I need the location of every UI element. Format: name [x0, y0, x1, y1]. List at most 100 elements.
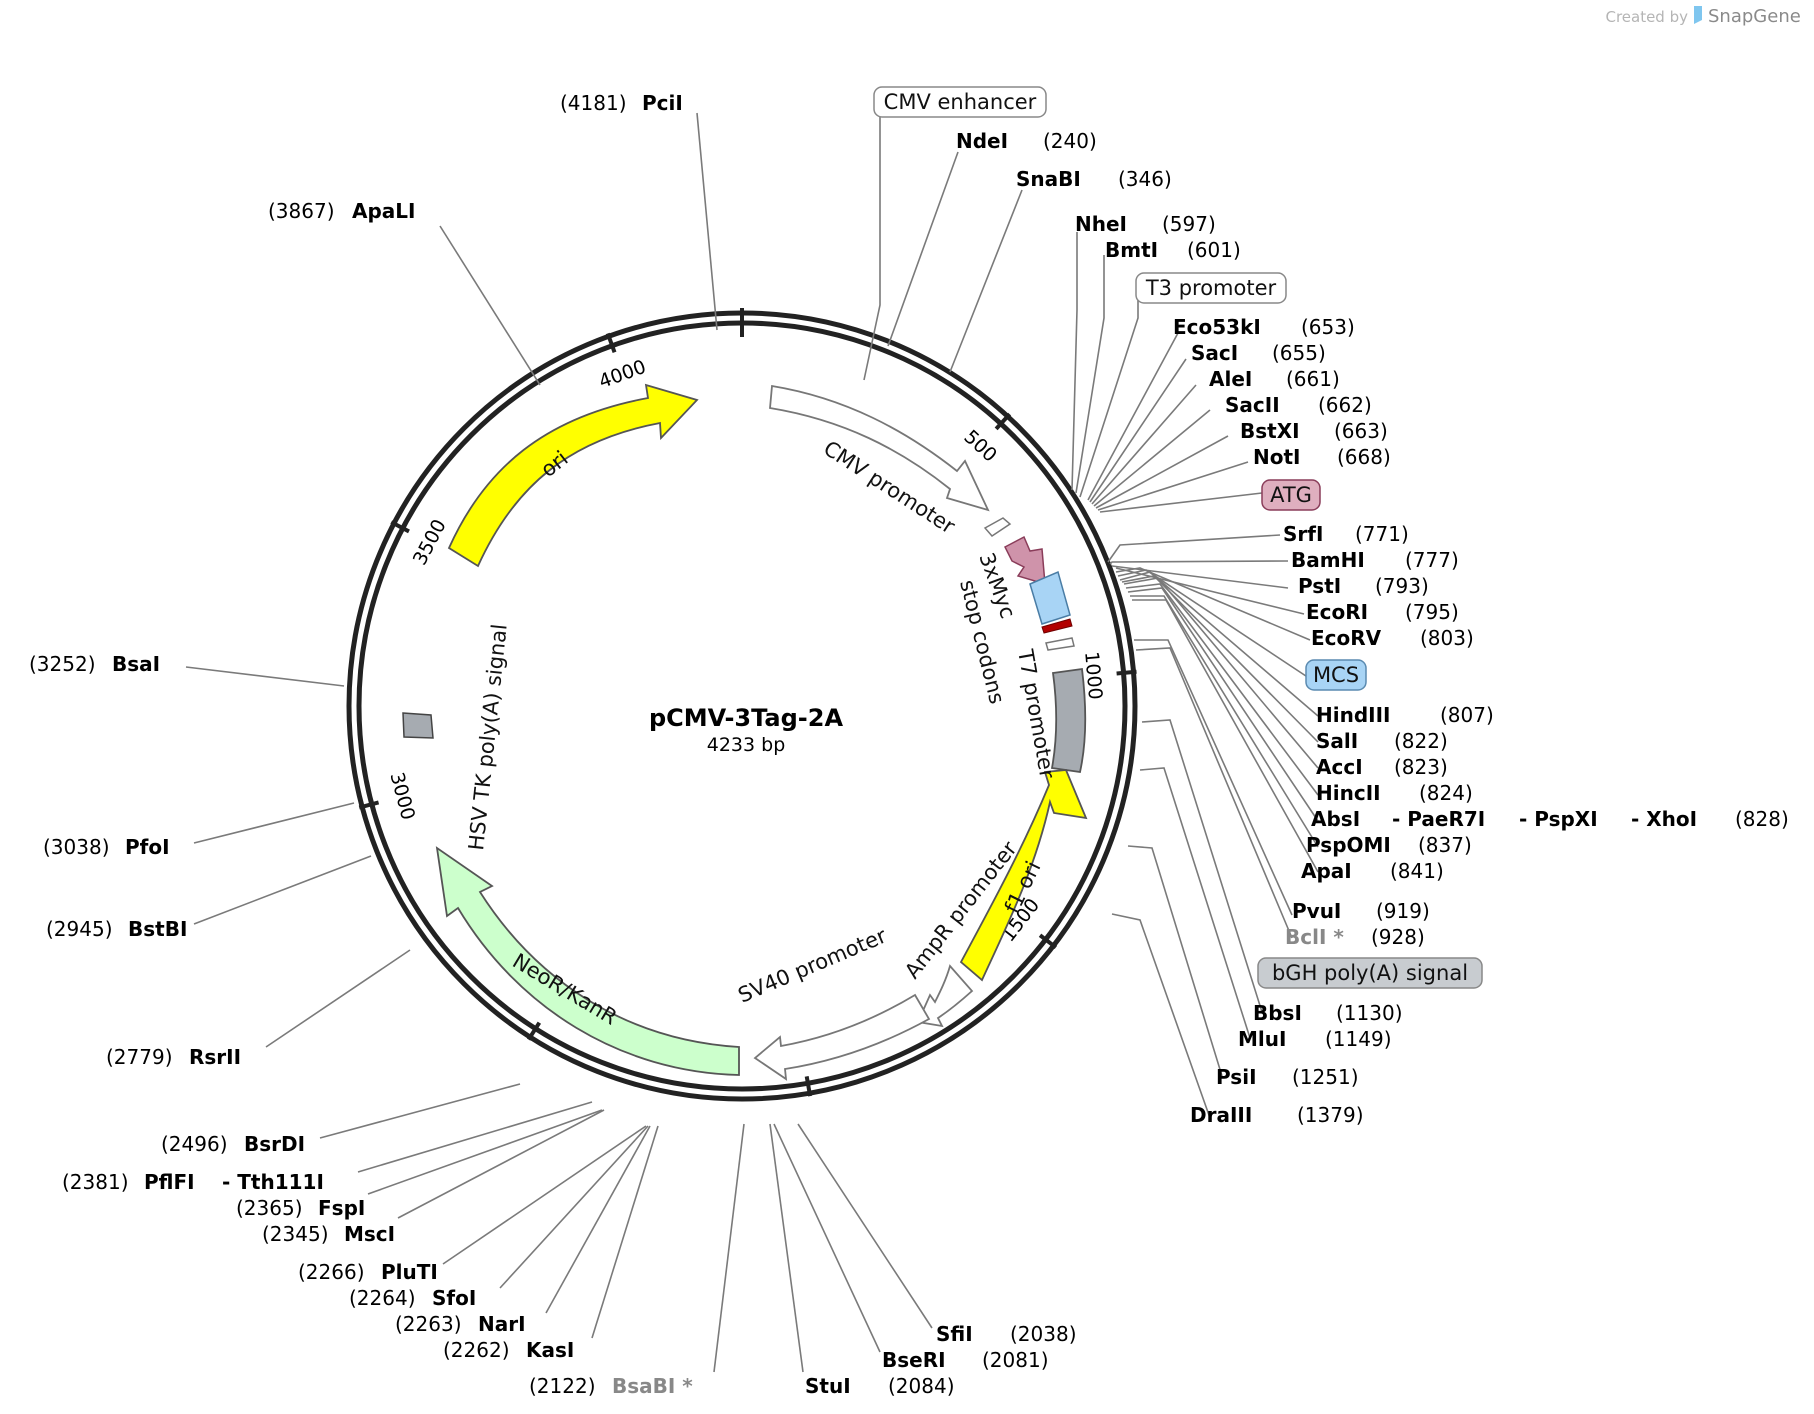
- site-name-bseri[interactable]: BseRI: [882, 1348, 946, 1372]
- tick-3000: [358, 800, 380, 810]
- site-name-sfii[interactable]: SfiI: [936, 1322, 973, 1346]
- bgh-polya-box[interactable]: [1257, 957, 1483, 989]
- site-name-paer7i[interactable]: - PaeR7I: [1392, 807, 1485, 831]
- site-name-sacii[interactable]: SacII: [1225, 393, 1280, 417]
- snapgene-logo-icon: [1694, 6, 1702, 24]
- tick-4000: [605, 332, 617, 353]
- site-name-nhei[interactable]: NheI: [1075, 212, 1127, 236]
- feature-neor-kanr[interactable]: [435, 846, 740, 1076]
- site-name-mlui[interactable]: MluI: [1238, 1027, 1286, 1051]
- site-name-bstbi[interactable]: BstBI: [128, 917, 187, 941]
- site-name-ndei[interactable]: NdeI: [956, 129, 1008, 153]
- site-pos-bseri: (2081): [982, 1348, 1049, 1372]
- site-name-ecori[interactable]: EcoRI: [1306, 600, 1368, 624]
- site-name-ecorv[interactable]: EcoRV: [1311, 626, 1382, 650]
- site-pos-hincii: (824): [1419, 781, 1473, 805]
- feature-atg-arrow[interactable]: [1004, 535, 1046, 586]
- site-name-bsrdi[interactable]: BsrDI: [244, 1132, 305, 1156]
- tick-1500: [1038, 933, 1058, 950]
- plasmid-size: 4233 bp: [707, 734, 786, 756]
- site-name-pspxi[interactable]: - PspXI: [1519, 807, 1598, 831]
- site-name-bstxi[interactable]: BstXI: [1240, 419, 1300, 443]
- site-pos-sali: (822): [1394, 729, 1448, 753]
- site-name-pspomi[interactable]: PspOMI: [1306, 833, 1391, 857]
- site-name-draiii[interactable]: DraIII: [1190, 1103, 1252, 1127]
- site-name-hincii[interactable]: HincII: [1316, 781, 1381, 805]
- site-pos-psti: (793): [1375, 574, 1429, 598]
- feature-stop-codons[interactable]: [1041, 618, 1073, 634]
- boxed-labels: CMV enhancer T3 promoter ATG MCS bGH pol…: [873, 86, 1483, 989]
- snapgene-branding: Created by SnapGene: [1605, 6, 1801, 27]
- site-pos-psii: (1251): [1292, 1065, 1359, 1089]
- site-pos-bbsi: (1130): [1336, 1001, 1403, 1025]
- feature-hsv-tk-polya[interactable]: [402, 712, 434, 739]
- site-name-bsabi[interactable]: BsaBI *: [612, 1374, 693, 1398]
- site-name-nari[interactable]: NarI: [478, 1312, 526, 1336]
- feature-sv40-promoter[interactable]: [753, 993, 931, 1081]
- site-name-psii[interactable]: PsiI: [1216, 1065, 1257, 1089]
- site-name-srfi[interactable]: SrfI: [1283, 522, 1323, 546]
- feature-ampr-promoter[interactable]: [916, 964, 974, 1028]
- plasmid-name: pCMV-3Tag-2A: [649, 704, 843, 732]
- feature-t3-promoter-arrow: [983, 517, 1012, 537]
- cmv-enhancer-box[interactable]: [873, 86, 1047, 118]
- site-name-absi[interactable]: AbsI: [1311, 807, 1360, 831]
- site-name-snabi[interactable]: SnaBI: [1016, 167, 1081, 191]
- site-name-stui[interactable]: StuI: [805, 1374, 851, 1398]
- tick-2000: [804, 1076, 813, 1097]
- site-name-alei[interactable]: AleI: [1209, 367, 1252, 391]
- site-pos-sfoi: (2264): [349, 1286, 416, 1310]
- site-name-bmti[interactable]: BmtI: [1105, 238, 1158, 262]
- site-name-bsai[interactable]: BsaI: [112, 652, 160, 676]
- site-pos-bsabi: (2122): [529, 1374, 596, 1398]
- site-name-kasi[interactable]: KasI: [526, 1338, 574, 1362]
- feature-bgh-polya[interactable]: [1050, 667, 1087, 774]
- feature-label-cmv-promoter: CMV promoter: [819, 436, 959, 539]
- site-name-tth111i[interactable]: - Tth111I: [222, 1170, 324, 1194]
- site-pos-pspomi: (837): [1418, 833, 1472, 857]
- site-name-pluti[interactable]: PluTI: [381, 1260, 438, 1284]
- feature-cmv-promoter[interactable]: [769, 384, 990, 512]
- site-pos-pluti: (2266): [298, 1260, 365, 1284]
- feature-f1-ori[interactable]: [959, 769, 1088, 982]
- site-pos-bstbi: (2945): [46, 917, 113, 941]
- site-name-xhoi[interactable]: - XhoI: [1631, 807, 1697, 831]
- site-name-pfoi[interactable]: PfoI: [125, 835, 170, 859]
- site-pos-nari: (2263): [395, 1312, 462, 1336]
- site-name-noti[interactable]: NotI: [1253, 445, 1300, 469]
- tick-label-4000: 4000: [596, 356, 649, 393]
- site-name-hindiii[interactable]: HindIII: [1316, 703, 1390, 727]
- site-name-psti[interactable]: PstI: [1298, 574, 1341, 598]
- site-name-pflfi[interactable]: PflFI: [144, 1170, 195, 1194]
- site-name-saci[interactable]: SacI: [1191, 341, 1238, 365]
- t3-promoter-box[interactable]: [1135, 272, 1287, 304]
- mcs-box[interactable]: [1305, 659, 1367, 691]
- site-name-sali[interactable]: SalI: [1316, 729, 1358, 753]
- site-name-bbsi[interactable]: BbsI: [1253, 1001, 1302, 1025]
- site-pos-stui: (2084): [888, 1374, 955, 1398]
- site-name-bamhi[interactable]: BamHI: [1291, 548, 1365, 572]
- site-pos-bamhi: (777): [1405, 548, 1459, 572]
- site-name-apali[interactable]: ApaLI: [352, 199, 415, 223]
- atg-box[interactable]: [1261, 479, 1321, 511]
- site-name-apai[interactable]: ApaI: [1301, 859, 1352, 883]
- site-name-msci[interactable]: MscI: [344, 1222, 395, 1246]
- site-name-fspi[interactable]: FspI: [318, 1196, 365, 1220]
- site-name-bcli[interactable]: BclI *: [1285, 925, 1344, 949]
- site-name-sfoi[interactable]: SfoI: [432, 1286, 476, 1310]
- site-pos-rsrii: (2779): [106, 1045, 173, 1069]
- site-pos-bcli: (928): [1371, 925, 1425, 949]
- tick-2500: [526, 1021, 542, 1041]
- site-name-pvui[interactable]: PvuI: [1292, 899, 1341, 923]
- site-name-rsrii[interactable]: RsrII: [189, 1045, 241, 1069]
- bgh-polya-label: bGH poly(A) signal: [1272, 961, 1468, 985]
- feature-ori[interactable]: [447, 383, 699, 568]
- feature-3xmyc[interactable]: [1029, 570, 1071, 625]
- site-pos-hindiii: (807): [1440, 703, 1494, 727]
- site-name-acci[interactable]: AccI: [1316, 755, 1363, 779]
- feature-t7-promoter-arrow: [1045, 637, 1075, 651]
- site-name-pcii[interactable]: PciI: [642, 91, 683, 115]
- site-name-eco53ki[interactable]: Eco53kI: [1173, 315, 1261, 339]
- site-pos-draiii: (1379): [1297, 1103, 1364, 1127]
